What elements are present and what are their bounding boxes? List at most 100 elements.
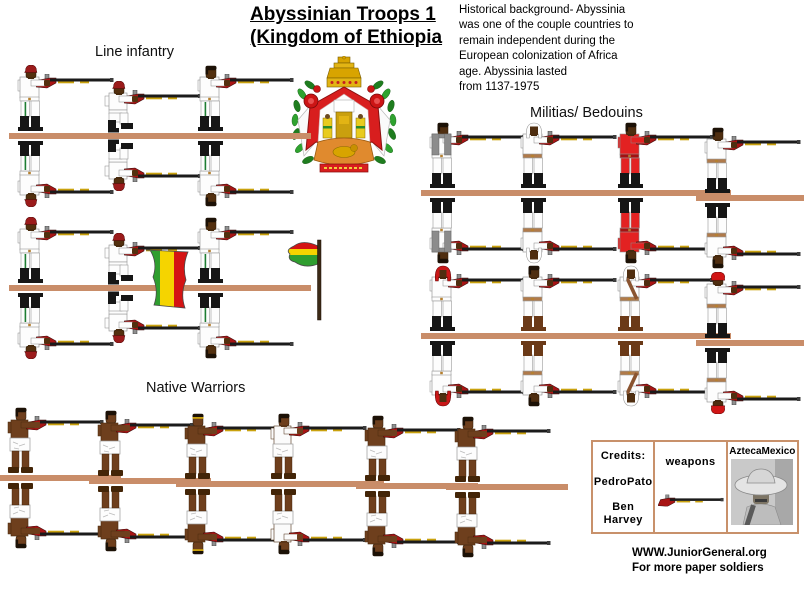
- soldier-figure-mirror: [5, 481, 105, 549]
- base-strip: [97, 133, 219, 139]
- soldier-figure: [702, 127, 802, 195]
- azteca-label: AztecaMexico: [729, 446, 796, 457]
- soldier-unit-line: [9, 217, 131, 285]
- soldier-figure-mirror: [362, 489, 462, 557]
- base-strip: [609, 190, 731, 196]
- soldier-figure: [268, 413, 368, 481]
- soldier-figure: [518, 265, 618, 333]
- flag-banner-icon: [142, 248, 192, 312]
- soldier-figure-mirror: [702, 346, 802, 414]
- soldier-unit-mil: [512, 122, 634, 190]
- soldier-figure: [362, 415, 462, 483]
- soldier-figure-mirror: [427, 339, 527, 407]
- soldier-unit-line: [97, 79, 219, 133]
- section-label-native-warriors: Native Warriors: [146, 380, 246, 396]
- page-title-line2: (Kingdom of Ethiopia: [250, 27, 443, 48]
- soldier-unit-line: [189, 65, 311, 133]
- base-strip: [0, 475, 121, 481]
- base-strip: [512, 333, 634, 339]
- soldier-unit-line: [189, 217, 311, 285]
- base-strip: [696, 340, 804, 346]
- soldier-unit-mil: [609, 265, 731, 333]
- soldier-unit-nat: [176, 413, 298, 481]
- soldier-figure-mirror: [195, 291, 295, 359]
- soldier-unit-nat: [446, 416, 568, 484]
- soldier-figure-mirror: [615, 339, 715, 407]
- base-strip: [189, 285, 311, 291]
- soldier-figure-mirror: [615, 196, 715, 264]
- flag-pennant-icon: [287, 238, 331, 322]
- soldier-unit-mil: [512, 265, 634, 333]
- footer-url: WWW.JuniorGeneral.org: [632, 547, 767, 559]
- page-title: Abyssinian Troops 1 (Kingdom of Ethiopia: [250, 3, 442, 49]
- soldier-figure-mirror: [518, 196, 618, 264]
- credits-cell: Credits: PedroPato Ben Harvey: [593, 442, 656, 532]
- soldier-figure-mirror: [268, 487, 368, 555]
- soldier-figure-mirror: [103, 139, 203, 193]
- soldier-unit-mil: [696, 127, 804, 195]
- soldier-figure: [195, 65, 295, 133]
- soldier-figure-mirror: [452, 490, 552, 558]
- soldier-figure: [615, 122, 715, 190]
- soldier-unit-line: [9, 65, 131, 133]
- soldier-unit-nat: [262, 413, 384, 481]
- weapons-label: weapons: [665, 456, 716, 468]
- soldier-figure-mirror: [15, 139, 115, 207]
- azteca-cell: AztecaMexico: [728, 442, 797, 532]
- rifle-icon: [658, 494, 724, 507]
- soldier-figure-mirror: [182, 487, 282, 555]
- base-strip: [9, 133, 131, 139]
- soldier-figure: [427, 122, 527, 190]
- soldier-unit-nat: [89, 410, 211, 478]
- soldier-figure: [452, 416, 552, 484]
- base-strip: [189, 133, 311, 139]
- soldier-unit-mil: [421, 122, 543, 190]
- base-strip: [356, 483, 478, 489]
- soldier-figure: [702, 272, 802, 340]
- soldier-figure: [95, 410, 195, 478]
- base-strip: [609, 333, 731, 339]
- soldier-figure-mirror: [427, 196, 527, 264]
- soldier-figure-mirror: [15, 291, 115, 359]
- soldier-figure: [15, 65, 115, 133]
- credits-heading: Credits:: [600, 450, 646, 462]
- section-label-militias: Militias/ Bedouins: [530, 105, 643, 121]
- soldier-figure: [518, 122, 618, 190]
- soldier-figure: [15, 217, 115, 285]
- soldier-figure: [427, 265, 527, 333]
- soldier-unit-nat: [0, 407, 121, 475]
- base-strip: [9, 285, 131, 291]
- base-strip: [89, 478, 211, 484]
- base-strip: [421, 190, 543, 196]
- page-title-line1: Abyssinian Troops 1: [250, 4, 436, 25]
- historical-background-text: Historical background- Abyssinia was one…: [459, 4, 634, 94]
- soldier-figure-mirror: [518, 339, 618, 407]
- soldier-figure: [615, 265, 715, 333]
- soldier-unit-mil: [696, 272, 804, 340]
- base-strip: [696, 195, 804, 201]
- base-strip: [421, 333, 543, 339]
- weapons-cell: weapons: [655, 442, 728, 532]
- footer-text: WWW.JuniorGeneral.org For more paper sol…: [632, 546, 767, 576]
- soldier-unit-nat: [356, 415, 478, 483]
- soldier-figure-mirror: [95, 484, 195, 552]
- coat-of-arms: [291, 56, 397, 173]
- sombrero-photo: [731, 459, 794, 525]
- soldier-figure-mirror: [702, 201, 802, 269]
- base-strip: [262, 481, 384, 487]
- credit-name: PedroPato: [593, 476, 653, 488]
- soldier-figure: [103, 79, 203, 133]
- soldier-figure: [5, 407, 105, 475]
- credit-name: Ben Harvey: [603, 501, 643, 526]
- credits-box: Credits: PedroPato Ben Harvey weapons Az…: [591, 440, 799, 534]
- base-strip: [176, 481, 298, 487]
- soldier-figure: [182, 413, 282, 481]
- soldier-figure-mirror: [195, 139, 295, 207]
- soldier-unit-mil: [609, 122, 731, 190]
- footer-tagline: For more paper soldiers: [632, 562, 764, 574]
- soldier-unit-mil: [421, 265, 543, 333]
- soldier-figure: [195, 217, 295, 285]
- base-strip: [446, 484, 568, 490]
- base-strip: [512, 190, 634, 196]
